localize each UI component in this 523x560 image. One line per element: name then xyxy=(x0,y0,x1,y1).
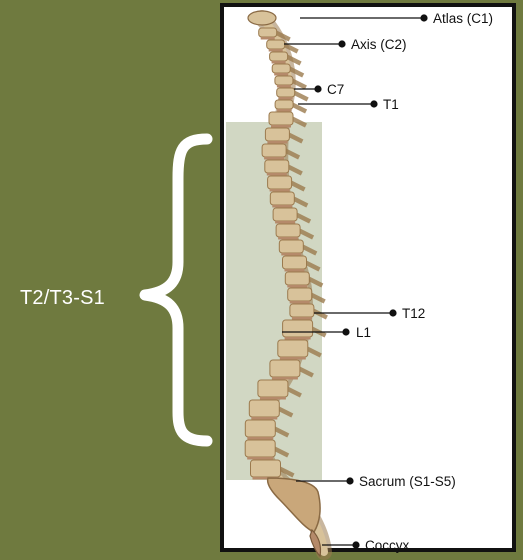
vertebra-body xyxy=(269,112,293,125)
intervertebral-disc xyxy=(280,357,306,360)
pointer-dot-l1 xyxy=(343,329,349,335)
intervertebral-disc xyxy=(267,173,287,176)
intervertebral-disc xyxy=(285,337,311,340)
intervertebral-disc xyxy=(251,417,277,420)
curly-brace-icon xyxy=(145,139,207,441)
label-atlas: Atlas (C1) xyxy=(433,11,493,26)
vertebra-body xyxy=(251,460,281,477)
vertebra-body xyxy=(283,256,307,269)
vertebra-body xyxy=(275,100,293,109)
pointer-dot-c7 xyxy=(315,86,321,92)
vertebra-body xyxy=(285,272,309,285)
vertebra-body xyxy=(279,240,303,253)
vertebra-body xyxy=(278,340,308,357)
intervertebral-disc xyxy=(278,237,298,240)
spinous-process xyxy=(295,91,309,102)
intervertebral-disc xyxy=(272,205,292,208)
label-t1: T1 xyxy=(383,97,399,112)
intervertebral-disc xyxy=(277,109,291,112)
vertebra-body xyxy=(272,64,290,73)
vertebra-body xyxy=(249,400,279,417)
intervertebral-disc xyxy=(290,301,310,304)
label-c7: C7 xyxy=(327,82,344,97)
atlas-bone xyxy=(248,11,276,25)
vertebra-body xyxy=(258,380,288,397)
pointer-dot-atlas xyxy=(421,15,427,21)
intervertebral-disc xyxy=(260,397,286,400)
sacrum-bone xyxy=(268,478,320,532)
vertebra-body xyxy=(273,208,297,221)
intervertebral-disc xyxy=(247,457,273,460)
intervertebral-disc xyxy=(247,437,273,440)
pointer-dot-sacrum xyxy=(347,478,353,484)
intervertebral-disc xyxy=(272,61,286,64)
intervertebral-disc xyxy=(274,73,288,76)
intervertebral-disc xyxy=(267,141,287,144)
intervertebral-disc xyxy=(261,37,275,40)
label-t12: T12 xyxy=(402,306,425,321)
label-coccyx: Coccyx xyxy=(365,538,410,553)
vertebra-body xyxy=(262,144,286,157)
label-sacrum: Sacrum (S1-S5) xyxy=(359,474,456,489)
intervertebral-disc xyxy=(277,85,291,88)
bracket-label: T2/T3-S1 xyxy=(20,287,105,310)
vertebra-body xyxy=(290,304,314,317)
vertebra-body xyxy=(270,52,288,61)
pointer-dot-t12 xyxy=(390,310,396,316)
label-l1: L1 xyxy=(356,325,371,340)
intervertebral-disc xyxy=(287,285,307,288)
vertebra-body xyxy=(245,420,275,437)
intervertebral-disc xyxy=(269,49,283,52)
pointer-dot-t1 xyxy=(371,101,377,107)
vertebra-body xyxy=(267,40,285,49)
label-axis: Axis (C2) xyxy=(351,37,407,52)
vertebra-body xyxy=(270,360,300,377)
intervertebral-disc xyxy=(292,317,312,320)
vertebra-body xyxy=(265,128,289,141)
pointer-dot-coccyx xyxy=(353,542,359,548)
vertebra-body xyxy=(277,88,295,97)
vertebra-body xyxy=(283,320,313,337)
vertebra-body xyxy=(245,440,275,457)
intervertebral-disc xyxy=(285,269,305,272)
vertebra-body xyxy=(270,192,294,205)
vertebra-body xyxy=(276,224,300,237)
pointer-dot-axis xyxy=(339,41,345,47)
intervertebral-disc xyxy=(271,125,291,128)
intervertebral-disc xyxy=(264,157,284,160)
intervertebral-disc xyxy=(279,97,293,100)
intervertebral-disc xyxy=(272,377,298,380)
intervertebral-disc xyxy=(270,189,290,192)
vertebra-body xyxy=(288,288,312,301)
vertebra-body xyxy=(265,160,289,173)
vertebra-body xyxy=(275,76,293,85)
intervertebral-disc xyxy=(281,253,301,256)
intervertebral-disc xyxy=(275,221,295,224)
vertebra-body xyxy=(259,28,277,37)
vertebra-body xyxy=(268,176,292,189)
